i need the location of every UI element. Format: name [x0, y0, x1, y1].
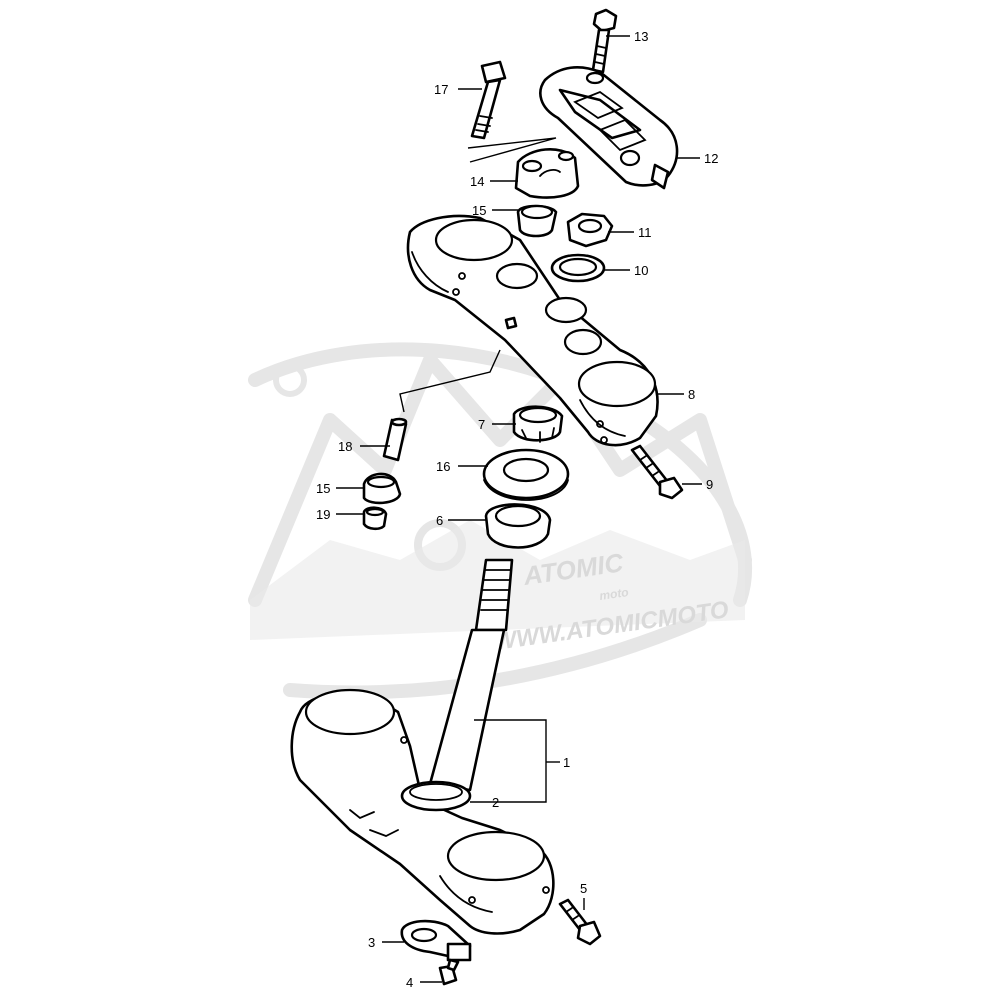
- callout-leaders: [336, 35, 702, 983]
- callout-15-top: 15: [472, 203, 486, 218]
- callout-5: 5: [580, 881, 587, 896]
- callout-19: 19: [316, 507, 330, 522]
- callout-14: 14: [470, 174, 484, 189]
- part-9-bolt: [630, 444, 684, 500]
- callout-7: 7: [478, 417, 485, 432]
- part-6-bearing: [484, 503, 552, 549]
- callout-labels: 1 2 3 4 5 6 7 8 9 10 11 12 13 14 15 15 1…: [316, 29, 718, 990]
- leader-part-1-bracket: [470, 719, 547, 803]
- part-12-handlebar-clamp: [539, 66, 679, 190]
- callout-13: 13: [634, 29, 648, 44]
- part-15-bush-top: [516, 204, 558, 238]
- callout-18: 18: [338, 439, 352, 454]
- callout-6: 6: [436, 513, 443, 528]
- part-17-bolt: [470, 60, 507, 140]
- part-19-grommet: [362, 506, 388, 531]
- callout-2: 2: [492, 795, 499, 810]
- part-7-lock-nut: [512, 405, 564, 443]
- callout-8: 8: [688, 387, 695, 402]
- part-10-washer: [550, 253, 606, 283]
- part-15-bush-lower: [362, 472, 402, 505]
- callout-12: 12: [704, 151, 718, 166]
- part-16-dust-seal: [482, 448, 570, 501]
- part-11-stem-nut: [566, 212, 614, 248]
- part-8-upper-bracket: [406, 214, 659, 447]
- part-3-clamp: [400, 919, 472, 962]
- callout-3: 3: [368, 935, 375, 950]
- callout-16: 16: [436, 459, 450, 474]
- leader-bracket-to-pin: [399, 349, 501, 413]
- part-13-bolt: [591, 8, 618, 74]
- callout-4: 4: [406, 975, 413, 990]
- watermark-sub: moto: [598, 585, 629, 603]
- callout-9: 9: [706, 477, 713, 492]
- callout-1: 1: [563, 755, 570, 770]
- part-4-bolt: [438, 958, 460, 986]
- part-1-steering-stem: [290, 558, 555, 935]
- callout-11: 11: [638, 225, 652, 240]
- callout-15-lower: 15: [316, 481, 330, 496]
- part-14-clamp-holder: [467, 137, 580, 199]
- part-18-pin: [382, 417, 408, 462]
- part-5-bolt: [558, 898, 602, 946]
- callout-10: 10: [634, 263, 648, 278]
- callout-17: 17: [434, 82, 448, 97]
